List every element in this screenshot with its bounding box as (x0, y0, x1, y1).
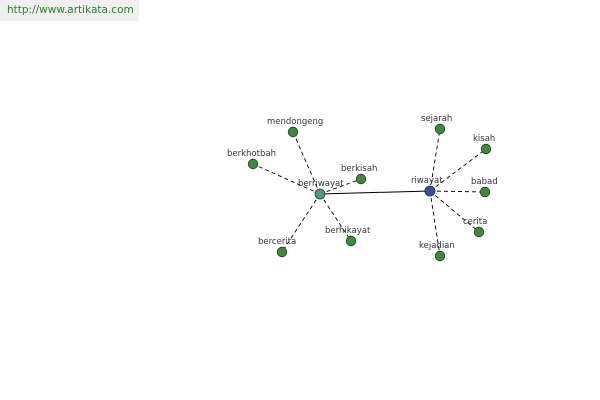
node-berkhotbah[interactable] (247, 158, 259, 170)
node-label-cerita: cerita (463, 217, 487, 227)
labels-layer: mendongeng berkhotbah berkisah bercerita ber… (227, 114, 498, 251)
edge-riwayat-kejadian (429, 190, 441, 257)
edge-berriwayat-bercerita (281, 193, 321, 253)
nodes-layer (247, 123, 492, 262)
edge-berriwayat-berkisah (319, 178, 362, 195)
node-cerita[interactable] (473, 226, 485, 238)
node-berkisah[interactable] (355, 173, 367, 185)
hub-node-berriwayat[interactable] (314, 188, 326, 200)
node-label-berkhotbah: berkhotbah (227, 149, 276, 159)
edge-riwayat-sejarah (429, 128, 441, 192)
edge-riwayat-cerita (429, 190, 480, 233)
hub-node-riwayat[interactable] (424, 185, 436, 197)
edge-riwayat-kisah (429, 148, 487, 192)
edge-berriwayat-berkhotbah (252, 163, 321, 195)
node-label-sejarah: sejarah (421, 114, 452, 124)
node-bercerita[interactable] (276, 246, 288, 258)
node-berhikayat[interactable] (345, 235, 357, 247)
node-label-kejadian: kejadian (419, 241, 455, 251)
node-babad[interactable] (479, 186, 491, 198)
hub-label-riwayat: riwayat (411, 176, 443, 186)
edge-hub-link (319, 190, 431, 195)
node-kejadian[interactable] (434, 250, 446, 262)
node-mendongeng[interactable] (287, 126, 299, 138)
site-url-banner[interactable]: http://www.artikata.com (0, 0, 139, 21)
node-sejarah[interactable] (434, 123, 446, 135)
node-label-berhikayat: berhikayat (325, 226, 371, 236)
node-label-babad: babad (471, 177, 498, 187)
node-label-berkisah: berkisah (341, 164, 377, 174)
node-label-kisah: kisah (473, 134, 495, 144)
edges-layer (252, 128, 487, 257)
hub-label-berriwayat: berriwayat (298, 179, 344, 189)
edge-berriwayat-berhikayat (319, 193, 352, 242)
node-label-mendongeng: mendongeng (267, 117, 323, 127)
edge-berriwayat-mendongeng (292, 131, 321, 195)
node-label-bercerita: bercerita (258, 237, 296, 247)
node-kisah[interactable] (480, 143, 492, 155)
edge-riwayat-babad (429, 190, 486, 193)
